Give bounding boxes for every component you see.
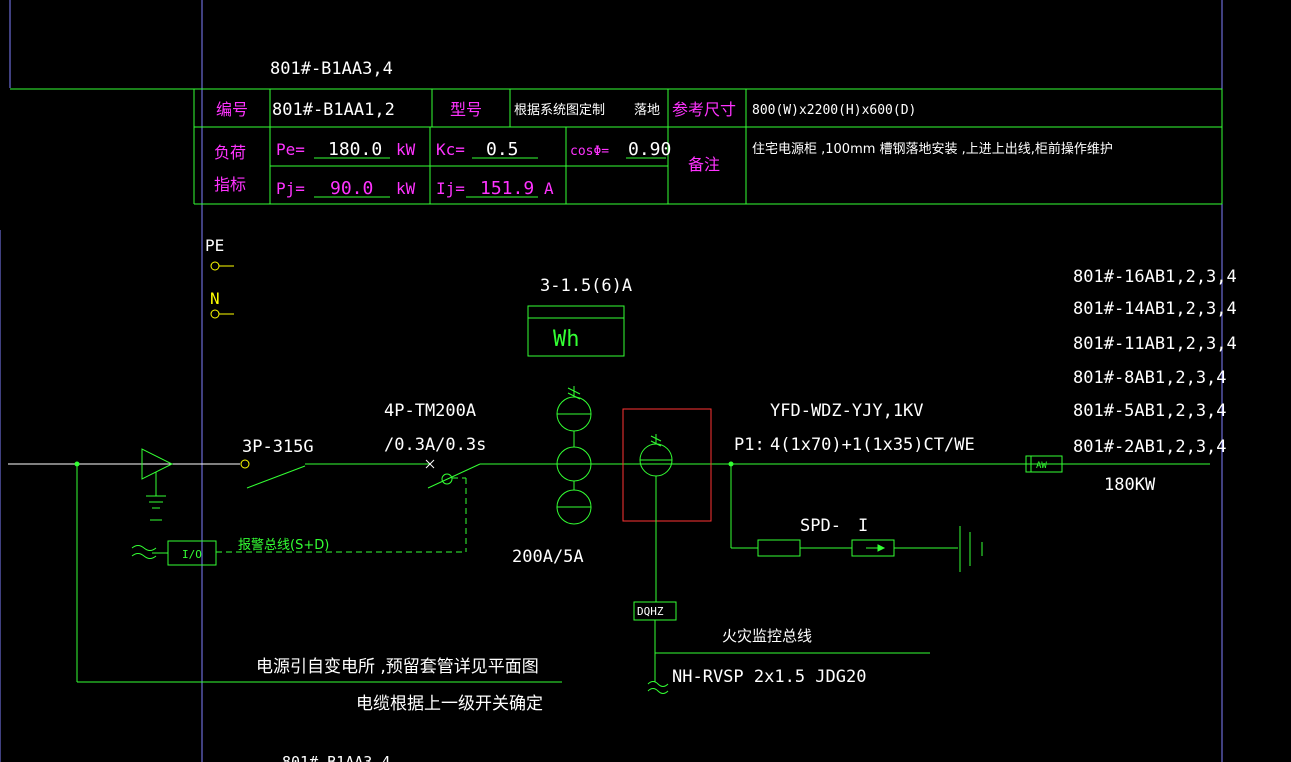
fire-bus-label: 火灾监控总线 xyxy=(722,627,812,645)
ij-label: Ij= xyxy=(436,179,465,198)
n-terminal-label: N xyxy=(210,289,220,308)
watt-hour-meter xyxy=(527,305,625,357)
pe-n-terminals xyxy=(210,261,234,319)
load-kw: 180KW xyxy=(1104,475,1156,495)
meter-rating: 3-1.5(6)A xyxy=(540,276,632,296)
pe-unit: kW xyxy=(396,140,416,159)
number-label: 编号 xyxy=(216,100,248,119)
bottom-cut-label: 801#-B1AA3,4 xyxy=(282,753,390,762)
frame-lines xyxy=(0,0,1223,762)
io-box-label: I/O xyxy=(182,548,202,561)
residual-current-monitor xyxy=(633,434,930,694)
destination-3: 801#-11AB1,2,3,4 xyxy=(1073,334,1237,354)
breaker-label-1: 4P-TM200A xyxy=(384,401,476,421)
main-bus-lines xyxy=(8,448,1210,683)
circuit-label: P1: xyxy=(734,435,765,455)
meter-symbol: Wh xyxy=(553,327,580,352)
top-label: 801#-B1AA3,4 xyxy=(270,59,393,79)
kc-value: 0.5 xyxy=(486,139,519,160)
pj-label: Pj= xyxy=(276,179,305,198)
model-value: 根据系统图定制 xyxy=(514,103,605,118)
cos-label: cosΦ= xyxy=(570,144,609,159)
kc-label: Kc= xyxy=(436,140,465,159)
cable-spec: 4(1x70)+1(1x35)CT/WE xyxy=(770,435,975,455)
destination-4: 801#-8AB1,2,3,4 xyxy=(1073,368,1227,388)
pe-label: Pe= xyxy=(276,140,305,159)
remark-value: 住宅电源柜 ,100mm 槽钢落地安装 ,上进上出线,柜前操作维护 xyxy=(752,141,1113,157)
pj-unit: kW xyxy=(396,179,416,198)
spec-table-grid xyxy=(10,88,1223,205)
fire-cable-label: NH-RVSP 2x1.5 JDG20 xyxy=(672,667,866,687)
aw-cabinet xyxy=(1025,455,1063,473)
remark-label: 备注 xyxy=(688,155,720,174)
alarm-bus-label: 报警总线(S+D) xyxy=(238,537,329,553)
mount-type: 落地 xyxy=(634,103,660,118)
source-note-1: 电源引自变电所 ,预留套管详见平面图 xyxy=(256,657,539,677)
spd-class: I xyxy=(858,516,868,536)
cable-type: YFD-WDZ-YJY,1KV xyxy=(770,401,924,421)
ct-ratio: 200A/5A xyxy=(512,547,584,567)
spd-branch xyxy=(728,461,983,572)
current-transformers xyxy=(556,386,592,525)
aw-box-label: AW xyxy=(1036,461,1047,471)
model-label: 型号 xyxy=(450,100,482,119)
destination-2: 801#-14AB1,2,3,4 xyxy=(1073,299,1237,319)
pj-value: 90.0 xyxy=(330,178,373,199)
size-value: 800(W)x2200(H)x600(D) xyxy=(752,103,916,118)
main-switch-label: 3P-315G xyxy=(242,437,314,457)
destination-6: 801#-2AB1,2,3,4 xyxy=(1073,437,1227,457)
destination-1: 801#-16AB1,2,3,4 xyxy=(1073,267,1237,287)
ij-value: 151.9 xyxy=(480,178,534,199)
size-label: 参考尺寸 xyxy=(672,100,736,119)
cos-value: 0.90 xyxy=(628,139,671,160)
load-label-2: 指标 xyxy=(214,175,246,194)
ij-unit: A xyxy=(544,179,554,198)
highlight-box xyxy=(622,408,712,522)
destination-5: 801#-5AB1,2,3,4 xyxy=(1073,401,1227,421)
pe-value: 180.0 xyxy=(328,139,382,160)
load-label-1: 负荷 xyxy=(214,143,246,162)
pe-terminal-label: PE xyxy=(205,236,224,255)
spd-label: SPD- xyxy=(800,516,841,536)
breaker-label-2: /0.3A/0.3s xyxy=(384,435,486,455)
dqhz-box-label: DQHZ xyxy=(637,605,664,618)
source-note-2: 电缆根据上一级开关确定 xyxy=(356,694,543,714)
number-value: 801#-B1AA1,2 xyxy=(272,100,395,120)
